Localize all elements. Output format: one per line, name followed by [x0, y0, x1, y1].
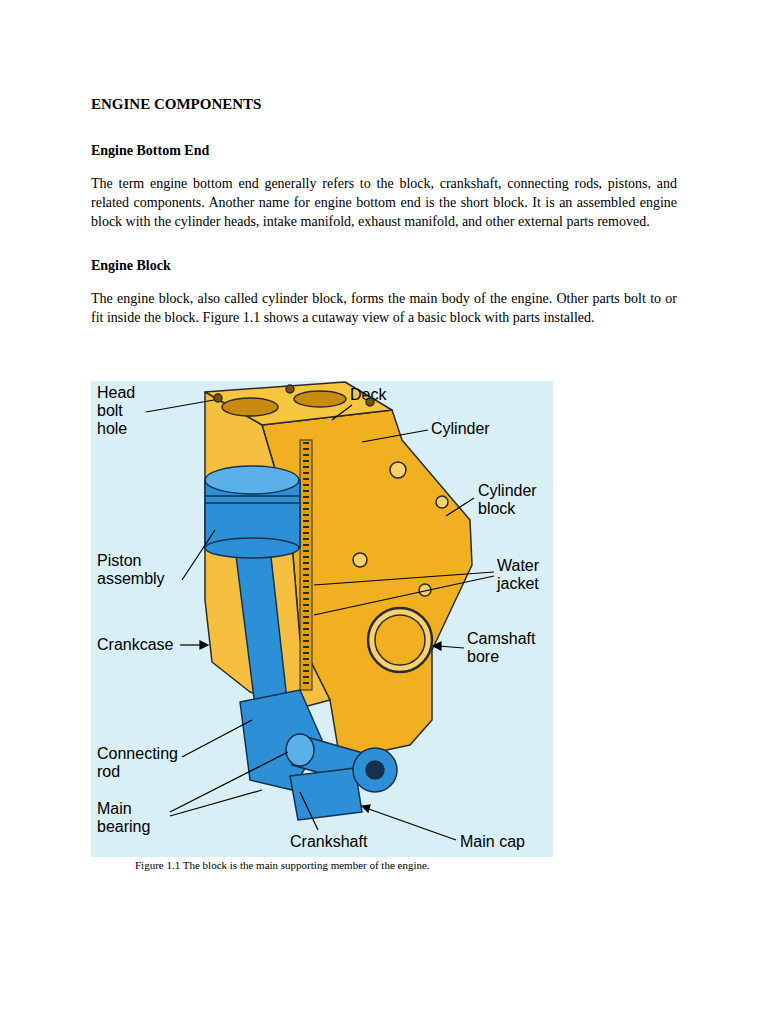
piston-crown [205, 466, 299, 494]
part-label: Main cap [460, 833, 550, 851]
part-label: Main bearing [97, 800, 167, 836]
part-label: Cylinder block [478, 482, 550, 518]
figure-background [91, 381, 553, 857]
part-label: Crankshaft [290, 833, 390, 851]
main-bearing [286, 734, 314, 766]
piston-ring [205, 495, 300, 497]
block-cut-face [205, 392, 330, 708]
part-label: Camshaft bore [467, 630, 551, 666]
block-hole [390, 462, 406, 478]
body-paragraph: The engine block, also called cylinder b… [91, 289, 677, 327]
head-bolt-hole [214, 394, 222, 402]
part-label: Cylinder [431, 420, 521, 438]
page-title: ENGINE COMPONENTS [91, 95, 677, 113]
part-label: Piston assembly [97, 552, 181, 588]
leader-lines [146, 400, 494, 840]
block-hole [436, 496, 448, 508]
section-heading: Engine Block [91, 257, 677, 275]
crank-nose-hole [366, 761, 384, 779]
part-label: Connecting rod [97, 745, 187, 781]
cylinder-opening [222, 398, 278, 416]
body-paragraph: The term engine bottom end generally ref… [91, 174, 677, 231]
part-label: Crankcase [97, 636, 187, 654]
water-jacket [300, 440, 312, 690]
section-heading: Engine Bottom End [91, 142, 677, 160]
connecting-rod [235, 548, 287, 706]
cylinder-opening [294, 391, 346, 407]
camshaft-bore [368, 608, 432, 672]
head-bolt-hole [286, 385, 294, 393]
crank-nose [353, 748, 397, 792]
part-label: Water jacket [497, 557, 551, 593]
camshaft-bore-inner [375, 615, 425, 665]
figure-caption: Figure 1.1 The block is the main support… [135, 859, 695, 872]
block-hole [353, 553, 367, 567]
part-label: Head bolt hole [97, 384, 149, 438]
rotating-assembly [205, 466, 397, 820]
part-label: Deck [350, 386, 410, 404]
piston-skirt [205, 538, 299, 558]
piston-ring [205, 502, 300, 504]
